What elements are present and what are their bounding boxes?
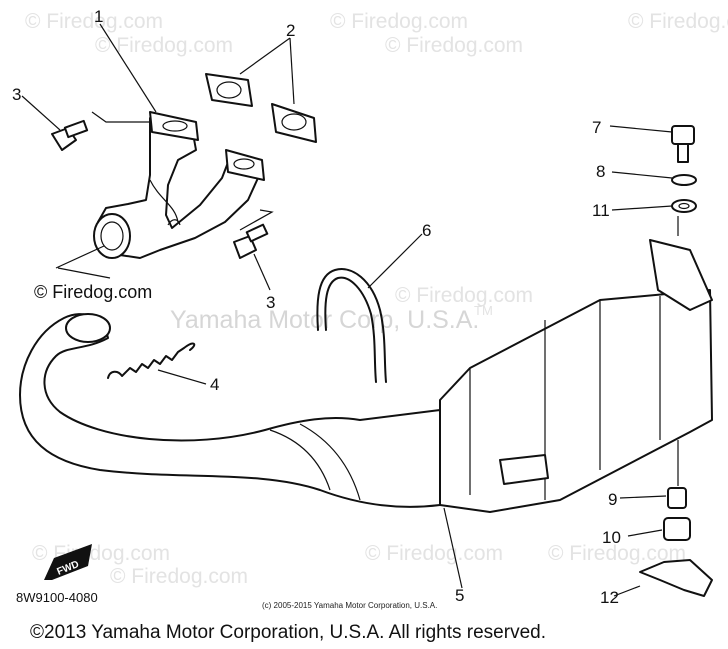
- callout-6: 6: [422, 221, 431, 240]
- watermark-site: © Firedog.com: [365, 542, 503, 565]
- callout-3-top: 3: [12, 85, 21, 104]
- watermark-site: © Firedog.com: [330, 10, 468, 33]
- callout-5: 5: [455, 586, 464, 605]
- fasteners-right: [639, 125, 713, 597]
- watermark-site: © Firedog.com: [25, 10, 163, 33]
- watermark-site: © Firedog.com: [95, 34, 233, 57]
- callout-10: 10: [602, 528, 621, 547]
- callout-9: 9: [608, 490, 617, 509]
- exhaust-manifold: [93, 111, 265, 259]
- muffler: [439, 239, 713, 513]
- callout-11: 11: [592, 201, 610, 220]
- watermark-site: © Firedog.com: [628, 10, 728, 33]
- callout-1: 1: [94, 7, 103, 26]
- watermark-site-dark: © Firedog.com: [34, 282, 152, 302]
- gaskets: [205, 73, 317, 143]
- watermark-site: © Firedog.com: [395, 284, 533, 307]
- watermark-tm: TM: [474, 303, 493, 318]
- callout-labels: 1 2 3 3 4 5 6 7 8 11 9 10 12: [12, 7, 621, 607]
- part-code: 8W9100-4080: [16, 590, 98, 605]
- callout-8: 8: [596, 162, 605, 181]
- small-copyright: (c) 2005-2015 Yamaha Motor Corporation, …: [262, 601, 437, 610]
- callout-12: 12: [600, 588, 619, 607]
- watermark-site: © Firedog.com: [110, 565, 248, 588]
- exhaust-pipe: [19, 313, 441, 508]
- hose: [316, 268, 387, 383]
- callout-2: 2: [286, 21, 295, 40]
- leader-lines: [21, 23, 679, 597]
- spring: [107, 342, 196, 379]
- watermark-site: © Firedog.com: [548, 542, 686, 565]
- callout-4: 4: [210, 375, 219, 394]
- callout-7: 7: [592, 118, 601, 137]
- callout-3-bottom: 3: [266, 293, 275, 312]
- bolts: [51, 119, 269, 259]
- watermark-site: © Firedog.com: [385, 34, 523, 57]
- footer-copyright: ©2013 Yamaha Motor Corporation, U.S.A. A…: [30, 622, 546, 643]
